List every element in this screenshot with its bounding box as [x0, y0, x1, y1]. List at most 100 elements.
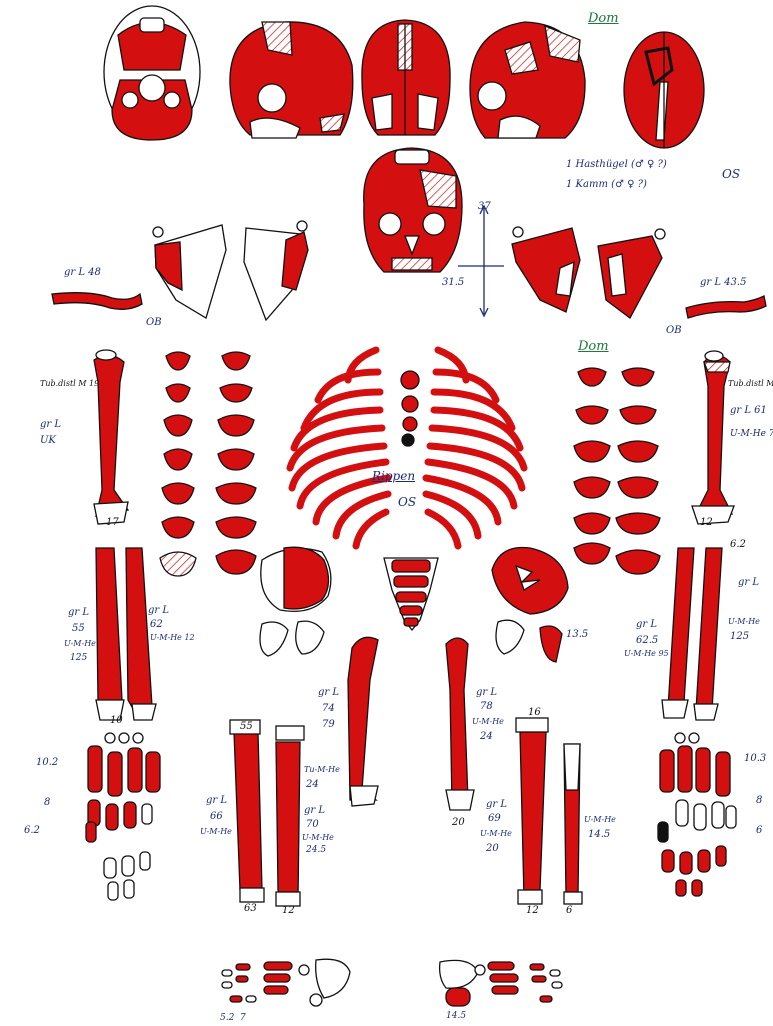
note-clavicle-right-os: OB [666, 326, 682, 336]
note-forearm-left-f: 62 [150, 620, 163, 630]
scapula-left-posterior [244, 221, 308, 320]
radius-ulna-right [662, 548, 722, 720]
note-tibia-right-g: 14.5 [588, 830, 610, 840]
note-hand-right-a: 10.3 [744, 754, 766, 764]
note-femur-left-a: gr L [318, 688, 339, 698]
note-forearm-left-b: 55 [72, 624, 85, 634]
note-tibia-right-f: U-M-He [584, 816, 616, 824]
note-tibia-right-e: 20 [486, 844, 499, 854]
foot-left [222, 959, 350, 1006]
note-skull-os: OS [722, 168, 740, 180]
note-foot-right-a: 14.5 [446, 1012, 466, 1021]
note-humerus-right-c: U-M-He 75 [730, 430, 773, 439]
note-forearm-right-d: U-M-He 95 [624, 650, 669, 658]
note-humerus-left-b: gr L [40, 420, 61, 430]
note-forearm-right-c: 62.5 [636, 636, 658, 646]
os-coxae-right [492, 547, 568, 662]
note-forearm-right-g: 125 [730, 632, 749, 642]
femur-right [446, 638, 474, 810]
note-forearm-right-f: U-M-He [728, 618, 760, 626]
note-femur-right-a: gr L [476, 688, 497, 698]
ribs-left [290, 350, 388, 546]
note-tibia-right-d: U-M-He [480, 830, 512, 838]
note-femur-right-e: 20 [452, 818, 465, 828]
note-hand-right-b: 8 [756, 796, 762, 806]
note-tibia-right-b: gr L [486, 800, 507, 810]
note-humerus-right-b: gr L 61 [730, 406, 767, 416]
note-skull-2: 1 Kamm (♂ ♀ ?) [566, 180, 647, 190]
note-tibia-left-b: 66 [210, 812, 223, 822]
note-forearm-right-e: gr L [738, 578, 759, 588]
humerus-right [692, 351, 734, 524]
note-tibia-left-c: U-M-He [200, 828, 232, 836]
vertebrae-right-column-2 [616, 368, 660, 574]
skull-posterior-view [362, 20, 450, 135]
note-clavicle-left: gr L 48 [64, 268, 101, 278]
note-femur-right-b: 78 [480, 702, 493, 712]
note-forearm-right-b: gr L [636, 620, 657, 630]
note-pelvis-right: 13.5 [566, 630, 588, 640]
note-hand-left-a: 10.2 [36, 758, 58, 768]
note-humerus-right-a: Tub.distl M 28 [728, 380, 773, 388]
note-forearm-left-e: gr L [148, 606, 169, 616]
scapula-right-anterior [512, 227, 580, 312]
note-tibia-left-k: 63 [244, 904, 257, 914]
note-dim-31: 31.5 [442, 278, 464, 288]
note-foot-left-b: 7 [240, 1014, 246, 1023]
scapula-right-posterior [598, 229, 665, 318]
note-dom-mid: Dom [578, 340, 609, 353]
hand-right [658, 733, 736, 896]
humerus-left [94, 350, 128, 524]
hand-left [86, 733, 160, 900]
note-forearm-right-a: 6.2 [730, 540, 746, 550]
note-tibia-left-l: 12 [282, 906, 295, 916]
note-femur-right-d: 24 [480, 732, 493, 742]
note-tibia-left-a: gr L [206, 796, 227, 806]
note-forearm-left-a: gr L [68, 608, 89, 618]
note-forearm-left-h: 10 [110, 716, 123, 726]
note-ribs: Rippen [372, 470, 415, 482]
note-femur-left-b: 74 [322, 704, 335, 714]
skull-anterior-view [364, 148, 462, 272]
note-hand-left-c: 6.2 [24, 826, 40, 836]
skull-inferior-view [104, 6, 200, 140]
scapula-left-anterior [153, 225, 226, 318]
note-foot-left-a: 5.2 [220, 1014, 234, 1023]
note-hand-left-b: 8 [44, 798, 50, 808]
note-tibia-left-d: 55 [240, 722, 253, 732]
skull-dimension-marker [458, 206, 504, 316]
note-skull-1: 1 Hasthügel (♂ ♀ ?) [566, 160, 667, 170]
foot-right [440, 960, 562, 1006]
note-tibia-left-g: gr L [304, 806, 325, 816]
note-clavicle-right: gr L 43.5 [700, 278, 746, 288]
note-hand-right-c: 6 [756, 826, 762, 836]
note-tibia-left-h: 70 [306, 820, 319, 830]
note-femur-right-c: U-M-He [472, 718, 504, 726]
note-femur-left-c: 79 [322, 720, 335, 730]
note-tibia-right-a: 16 [528, 708, 541, 718]
skull-superior-view [624, 32, 704, 148]
radius-ulna-left [96, 548, 156, 720]
note-tibia-left-j: 24.5 [306, 846, 326, 855]
vertebrae-left-column-1 [160, 352, 196, 576]
note-humerus-left-a: Tub.distl M 19 [40, 380, 99, 388]
note-ribs-os: OS [398, 496, 416, 508]
clavicle-right [686, 296, 766, 318]
skull-left-lateral-view [230, 22, 353, 138]
note-dim-37: 37 [478, 202, 491, 212]
vertebrae-right-column-1 [574, 368, 610, 564]
skull-right-lateral-view [470, 22, 585, 138]
sternum [401, 371, 419, 446]
note-tibia-right-c: 69 [488, 814, 501, 824]
note-tibia-left-e: Tu-M-He [304, 766, 340, 774]
tibia-fibula-right [516, 718, 582, 904]
note-tibia-left-f: 24 [306, 780, 319, 790]
note-humerus-left-d: 17 [106, 518, 119, 528]
vertebrae-left-column-2 [216, 352, 256, 574]
note-forearm-left-g: U-M-He 12 [150, 634, 195, 642]
sacrum [384, 558, 438, 630]
note-forearm-left-c: U-M-He [64, 640, 96, 648]
note-forearm-left-d: 125 [70, 654, 87, 663]
note-clavicle-left-os: OB [146, 318, 162, 328]
note-tibia-right-i: 6 [566, 906, 572, 916]
